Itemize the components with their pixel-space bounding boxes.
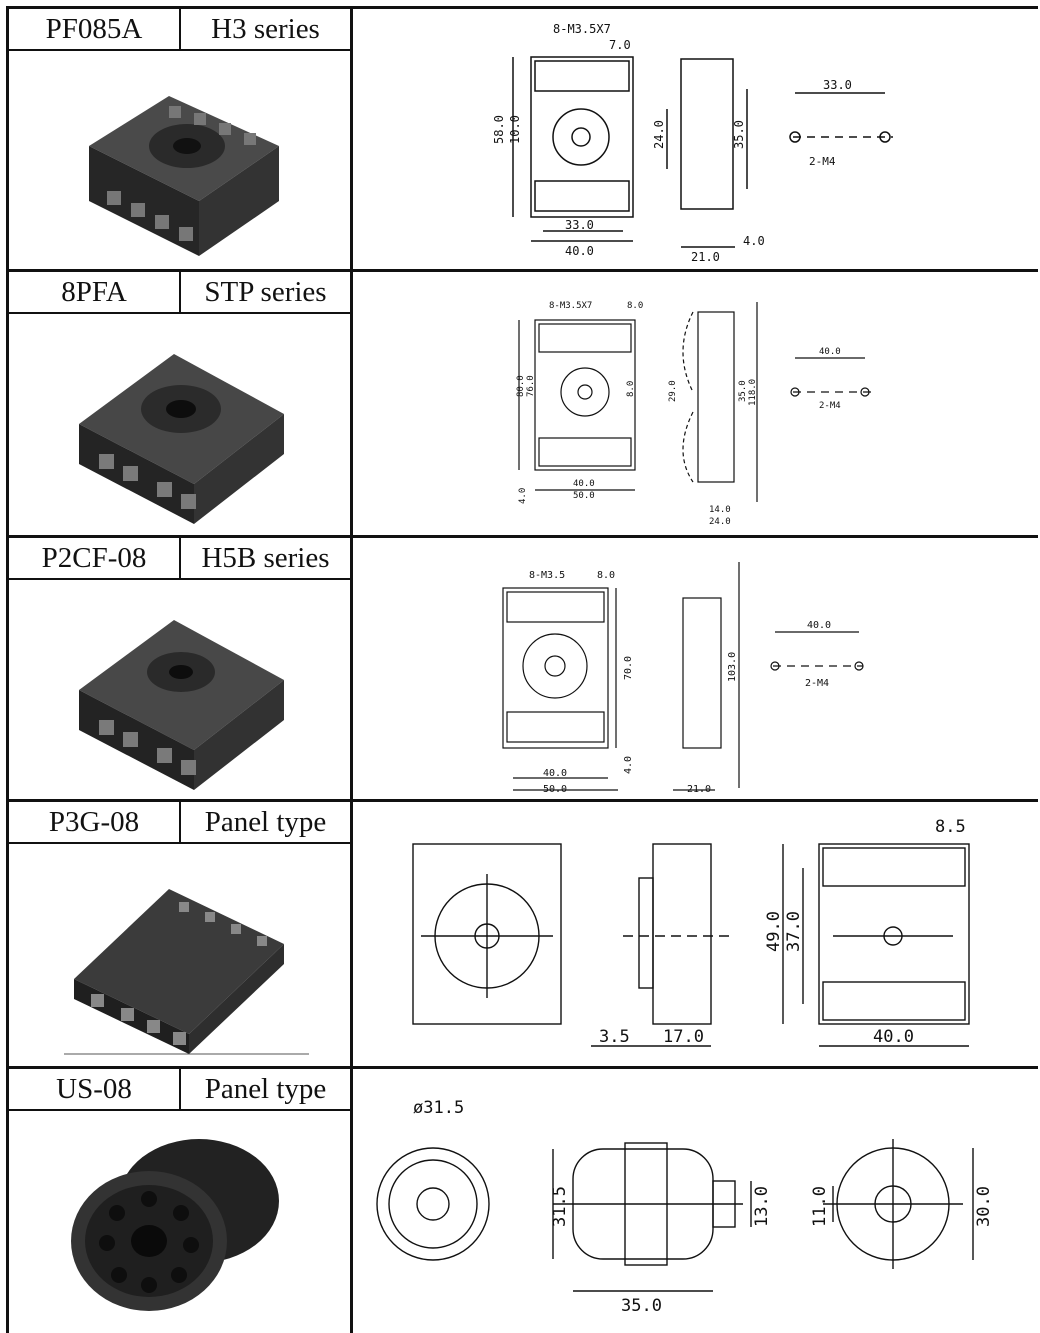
- svg-text:21.0: 21.0: [687, 784, 711, 795]
- svg-text:8-M3.5X7: 8-M3.5X7: [553, 22, 611, 36]
- svg-text:49.0: 49.0: [764, 911, 784, 952]
- svg-text:40.0: 40.0: [873, 1027, 914, 1047]
- svg-text:4.0: 4.0: [518, 488, 528, 504]
- model-name: P3G-08: [9, 802, 181, 842]
- series-name: Panel type: [204, 1073, 327, 1105]
- svg-text:103.0: 103.0: [727, 652, 738, 682]
- svg-text:8-M3.5: 8-M3.5: [529, 570, 565, 581]
- svg-text:40.0: 40.0: [565, 244, 594, 258]
- model-name: 8PFA: [9, 272, 181, 312]
- model-name: US-08: [9, 1069, 181, 1109]
- svg-text:33.0: 33.0: [823, 78, 852, 92]
- product-photo: [9, 314, 350, 538]
- svg-text:35.0: 35.0: [738, 380, 748, 402]
- product-photo: [9, 51, 350, 272]
- svg-text:118.0: 118.0: [748, 379, 758, 406]
- dimension-drawing: 8-M3.5 8.0 70.0 40.0 50.0 4.0 103.0 21.0…: [350, 538, 1038, 802]
- svg-text:24.0: 24.0: [652, 120, 666, 149]
- svg-text:33.0: 33.0: [565, 218, 594, 232]
- table-row: 8PFA STP series: [6, 269, 1038, 538]
- svg-text:17.0: 17.0: [663, 1027, 704, 1047]
- product-photo: [9, 1111, 350, 1333]
- dimension-drawing: 3.5 17.0 49.0 37.0 40.0 8.5: [350, 802, 1038, 1069]
- svg-text:4.0: 4.0: [743, 234, 765, 248]
- product-photo: [9, 844, 350, 1069]
- svg-text:80.0: 80.0: [516, 375, 526, 397]
- product-photo: [9, 580, 350, 802]
- svg-text:2-M4: 2-M4: [819, 401, 841, 411]
- table-row: PF085A H3 series: [6, 6, 1038, 272]
- svg-text:50.0: 50.0: [573, 491, 595, 501]
- svg-text:40.0: 40.0: [819, 347, 841, 357]
- svg-text:50.0: 50.0: [543, 784, 567, 795]
- socket-table: PF085A H3 series: [6, 6, 1038, 1333]
- svg-text:21.0: 21.0: [691, 250, 720, 264]
- svg-text:40.0: 40.0: [543, 768, 567, 779]
- dimension-drawing: 8-M3.5X7 7.0 58.0 10.0 33.0 40.0 24.0 35…: [350, 9, 1038, 272]
- series-name: STP series: [204, 276, 327, 308]
- svg-text:29.0: 29.0: [668, 380, 678, 402]
- table-row: P2CF-08 H5B series: [6, 535, 1038, 802]
- svg-text:35.0: 35.0: [621, 1296, 662, 1316]
- svg-text:37.0: 37.0: [784, 911, 804, 952]
- svg-text:8.0: 8.0: [627, 301, 643, 311]
- svg-text:7.0: 7.0: [609, 38, 631, 52]
- svg-text:11.0: 11.0: [810, 1186, 830, 1227]
- series-name: H5B series: [201, 542, 330, 574]
- svg-text:8-M3.5X7: 8-M3.5X7: [549, 301, 592, 311]
- model-name: P2CF-08: [9, 538, 181, 578]
- svg-text:2-M4: 2-M4: [809, 155, 836, 168]
- svg-text:8.5: 8.5: [935, 817, 966, 837]
- table-row: US-08 Panel type: [6, 1066, 1038, 1333]
- svg-text:8.0: 8.0: [597, 570, 615, 581]
- svg-text:76.0: 76.0: [526, 375, 536, 397]
- svg-text:40.0: 40.0: [573, 479, 595, 489]
- svg-text:35.0: 35.0: [732, 120, 746, 149]
- svg-text:40.0: 40.0: [807, 620, 831, 631]
- svg-text:4.0: 4.0: [623, 756, 634, 774]
- svg-text:10.0: 10.0: [508, 115, 522, 144]
- svg-text:58.0: 58.0: [492, 115, 506, 144]
- svg-text:2-M4: 2-M4: [805, 678, 829, 689]
- svg-text:24.0: 24.0: [709, 517, 731, 527]
- svg-text:ø31.5: ø31.5: [413, 1098, 464, 1118]
- svg-text:70.0: 70.0: [623, 656, 634, 680]
- svg-text:31.5: 31.5: [550, 1186, 570, 1227]
- svg-text:30.0: 30.0: [974, 1186, 994, 1227]
- dimension-drawing: ø31.5 31.5 35.0 13.0 11.0 30.0: [350, 1069, 1038, 1333]
- svg-text:13.0: 13.0: [752, 1186, 772, 1227]
- svg-text:14.0: 14.0: [709, 505, 731, 515]
- series-name: H3 series: [211, 13, 320, 45]
- svg-text:8.0: 8.0: [626, 381, 636, 397]
- svg-text:3.5: 3.5: [599, 1027, 630, 1047]
- dimension-drawing: 8-M3.5X7 8.0 80.0 76.0 8.0 40.0 50.0 4.0…: [350, 272, 1038, 538]
- series-name: Panel type: [204, 806, 327, 838]
- model-name: PF085A: [9, 9, 181, 49]
- table-row: P3G-08 Panel type: [6, 799, 1038, 1069]
